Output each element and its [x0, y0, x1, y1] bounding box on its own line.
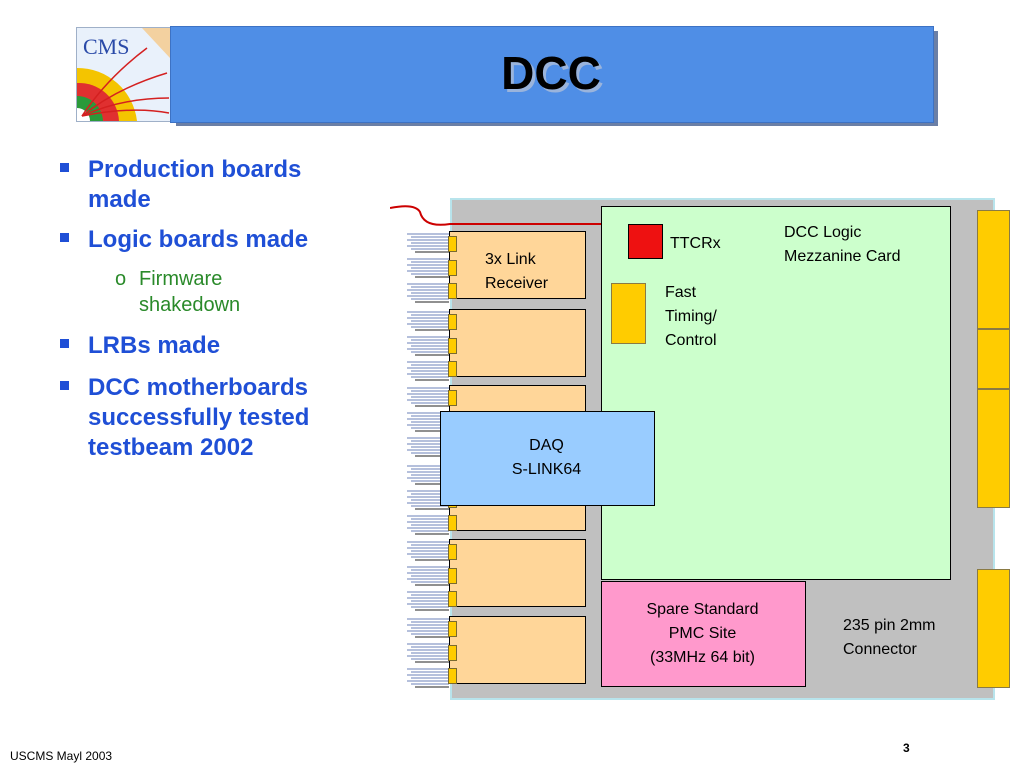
edge-connector-pad	[448, 361, 457, 377]
edge-connector-pad	[448, 236, 457, 252]
daq-slink64-card	[440, 411, 655, 506]
link-receiver-board-5	[449, 539, 586, 607]
edge-connector-pad	[448, 314, 457, 330]
connector-block-1	[977, 210, 1010, 329]
bullet-dcc-motherboards: DCC motherboards successfully tested tes…	[60, 373, 360, 463]
edge-connector-pad	[448, 283, 457, 299]
bullet-production-boards: Production boards made	[60, 155, 360, 215]
cms-logo-text: CMS	[83, 34, 130, 59]
edge-connector-pad	[448, 645, 457, 661]
edge-connector-pad	[448, 338, 457, 354]
fast-timing-control-chip	[611, 283, 646, 344]
subbullet-text: Firmware shakedown	[139, 268, 241, 316]
spare-pmc-site	[601, 581, 806, 687]
slide-title: DCC	[501, 47, 601, 99]
bullet-logic-boards: Logic boards made	[60, 225, 360, 255]
dcc-logic-mezzanine-card	[601, 206, 951, 580]
daq-label: DAQ S-LINK64	[511, 437, 582, 478]
edge-connector-pad	[448, 668, 457, 684]
edge-connector-pad	[448, 621, 457, 637]
bullet-lrbs: LRBs made	[60, 331, 360, 361]
bullet-text: Logic boards made	[88, 226, 309, 253]
bullet-square-icon	[60, 233, 69, 242]
connector-label: 235 pin 2mm Connector	[843, 617, 936, 658]
bullet-square-icon	[60, 339, 69, 348]
mezzanine-label: DCC Logic Mezzanine Card	[784, 224, 901, 265]
bullet-text: DCC motherboards successfully tested tes…	[88, 374, 310, 461]
pmc-label: Spare Standard PMC Site (33MHz 64 bit)	[646, 601, 759, 666]
ttc-cable	[390, 205, 620, 226]
connector-block-3	[977, 389, 1010, 508]
edge-pins	[407, 233, 449, 688]
connector-block-2	[977, 329, 1010, 389]
bullet-text: Production boards made	[88, 156, 302, 213]
fast-timing-label: Fast Timing/ Control	[665, 284, 717, 349]
bullet-square-icon	[60, 381, 69, 390]
subbullet-marker: o	[115, 268, 127, 290]
edge-connector-pad	[448, 390, 457, 406]
edge-connector-pad	[448, 544, 457, 560]
subbullet-firmware: o Firmware shakedown	[115, 266, 315, 318]
footer-text: USCMS Mayl 2003	[10, 749, 113, 763]
cms-logo: CMS	[76, 27, 171, 122]
cms-logo-graphic	[77, 28, 170, 121]
edge-connector-pad	[448, 591, 457, 607]
edge-connector-pad	[448, 515, 457, 531]
title-bar	[170, 26, 934, 123]
page-number: 3	[903, 741, 910, 755]
link-receiver-board-6	[449, 616, 586, 684]
connector-block-4	[977, 569, 1010, 688]
ttcrx-label: TTCRx	[670, 235, 721, 252]
ttcrx-chip	[628, 224, 663, 259]
bullet-square-icon	[60, 163, 69, 172]
edge-connector-pad	[448, 260, 457, 276]
link-receiver-board-2	[449, 309, 586, 377]
edge-connector-pad	[448, 568, 457, 584]
bullet-text: LRBs made	[88, 332, 221, 359]
link-receiver-label: 3x Link Receiver	[485, 251, 549, 292]
